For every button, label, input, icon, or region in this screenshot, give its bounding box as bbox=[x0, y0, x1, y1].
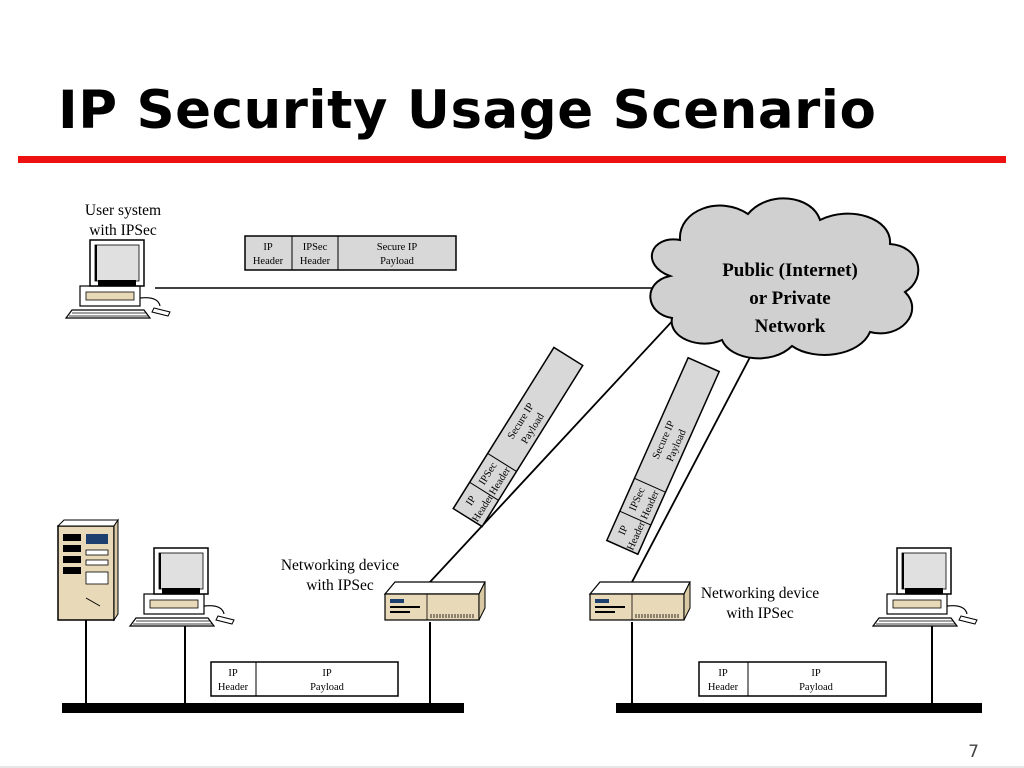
ip-header-label-1: IP bbox=[718, 668, 727, 679]
plain-packet-right: IP Header IP Payload bbox=[698, 661, 887, 697]
left-device-to-cloud-link bbox=[429, 315, 678, 583]
secure-payload-label-2: Payload bbox=[380, 256, 415, 267]
ipsec-header-label-2: Header bbox=[300, 256, 331, 267]
ip-payload-label-1: IP bbox=[322, 668, 331, 679]
secure-packet-diagonal-left: IP Header IPSec Header Secure IP Payload bbox=[452, 346, 584, 528]
user-system-label-line1: User system bbox=[85, 202, 161, 219]
secure-packet-diagonal-right: IP Header IPSec Header Secure IP Payload bbox=[605, 356, 721, 556]
lan-bus-right bbox=[616, 703, 982, 713]
router-icon bbox=[589, 581, 691, 621]
ip-header-label-2: Header bbox=[253, 256, 284, 267]
page-number: 7 bbox=[968, 742, 979, 762]
ip-header-label-1: IP bbox=[263, 242, 272, 253]
device-left-label-line2: with IPSec bbox=[306, 577, 374, 594]
cloud-label-line1: Public (Internet) bbox=[722, 260, 858, 281]
device-left-label-line1: Networking device bbox=[281, 557, 399, 574]
user-system-label-line2: with IPSec bbox=[89, 222, 157, 239]
ip-header-label-1: IP bbox=[617, 524, 631, 537]
ip-header-label-2: Header bbox=[218, 682, 249, 693]
ip-payload-label-2: Payload bbox=[799, 682, 834, 693]
ipsec-header-label-1: IPSec bbox=[303, 242, 328, 253]
footer-divider bbox=[0, 766, 1024, 768]
title-rule bbox=[18, 156, 1006, 163]
right-device-to-cloud-link bbox=[631, 341, 759, 583]
router-icon bbox=[384, 581, 486, 621]
device-right-label-line1: Networking device bbox=[701, 585, 819, 602]
workstation-icon bbox=[872, 547, 978, 627]
secure-payload-label-1: Secure IP bbox=[377, 242, 418, 253]
cloud-label-line2: or Private bbox=[749, 288, 830, 309]
slide-title: IP Security Usage Scenario bbox=[58, 80, 877, 141]
ip-payload-label-2: Payload bbox=[310, 682, 345, 693]
ip-header-label-2: Header bbox=[708, 682, 739, 693]
workstation-icon bbox=[65, 239, 171, 319]
workstation-icon bbox=[129, 547, 235, 627]
plain-packet-left: IP Header IP Payload bbox=[210, 661, 399, 697]
lan-bus-left bbox=[62, 703, 464, 713]
cloud-icon: Public (Internet) or Private Network bbox=[649, 197, 920, 360]
device-right-label-line2: with IPSec bbox=[726, 605, 794, 622]
server-tower-icon bbox=[56, 518, 119, 622]
ip-header-label-1: IP bbox=[228, 668, 237, 679]
secure-packet-top: IP Header IPSec Header Secure IP Payload bbox=[244, 235, 457, 271]
ip-payload-label-1: IP bbox=[811, 668, 820, 679]
cloud-label-line3: Network bbox=[755, 316, 826, 337]
